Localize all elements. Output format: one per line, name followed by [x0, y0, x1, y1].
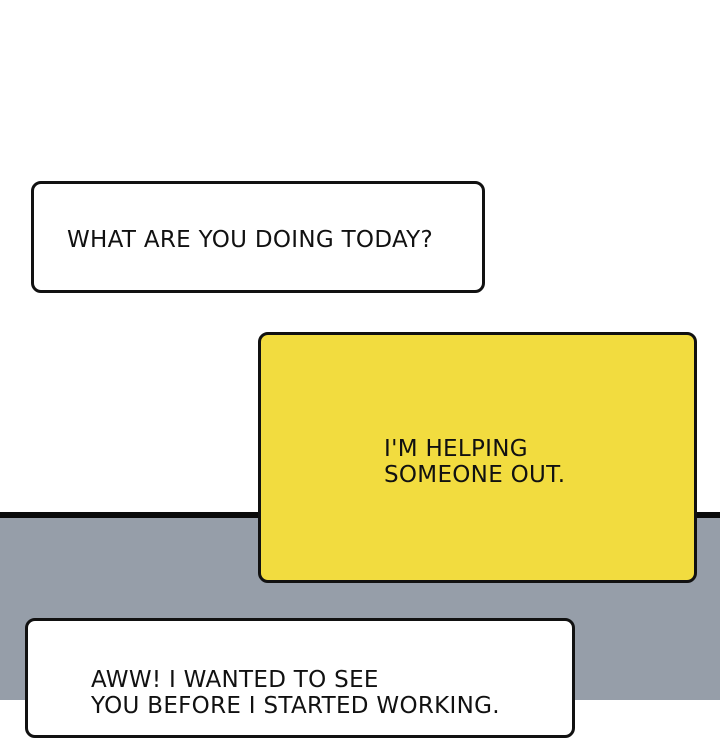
speech-bubble-question: WHAT ARE YOU DOING TODAY?	[31, 181, 485, 293]
speech-bubble-text: WHAT ARE YOU DOING TODAY?	[67, 227, 434, 253]
speech-bubble-text: I'M HELPING SOMEONE OUT.	[384, 436, 566, 488]
speech-bubble-response: AWW! I WANTED TO SEE YOU BEFORE I STARTE…	[25, 618, 575, 738]
speech-bubble-reply: I'M HELPING SOMEONE OUT.	[258, 332, 697, 583]
speech-bubble-text: AWW! I WANTED TO SEE YOU BEFORE I STARTE…	[91, 667, 500, 719]
